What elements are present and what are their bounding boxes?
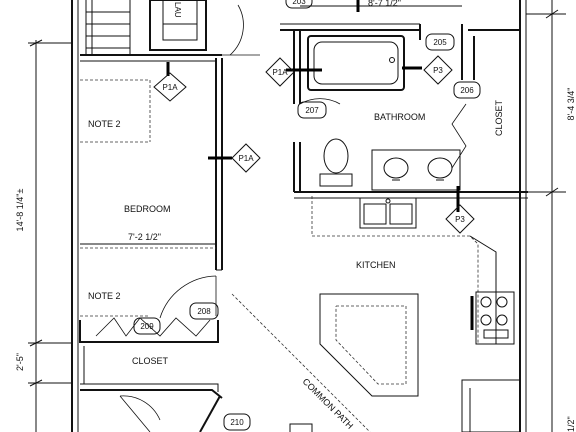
exterior-west-wall [71, 0, 79, 432]
p3-kitchen-label: P3 [455, 215, 465, 224]
closet-right-label: CLOSET [494, 99, 504, 136]
note-2-lower-area [80, 247, 216, 317]
common-path-tag [289, 423, 313, 432]
p1a-bath-tag [265, 57, 295, 87]
toilet-tank [319, 173, 353, 187]
common-path-label: COMMON PATH [301, 376, 356, 431]
door-203-tag [285, 0, 313, 9]
lower-right-cabinet [461, 379, 521, 432]
bath-width-dimension: 8'-7 1/2" [368, 0, 401, 8]
door-209-tag [133, 317, 161, 335]
kitchen-label: KITCHEN [356, 260, 396, 270]
lower-right-dimension: 1/2" [566, 416, 576, 432]
right-closet-bifold-door [451, 103, 467, 169]
door-209-label: 209 [140, 322, 154, 331]
door-206-label: 206 [460, 86, 474, 95]
note-2-upper-area [80, 79, 151, 143]
door-208-label: 208 [197, 307, 211, 316]
closet-bifold-door [95, 317, 211, 337]
lower-door-swing [119, 395, 161, 432]
vanity [371, 149, 461, 191]
kitchen-counter [311, 196, 515, 345]
p1a-bath-label: P1A [272, 68, 288, 77]
door-210-tag [223, 413, 251, 431]
sink-left [383, 157, 409, 179]
bath-height-dimension: 8'-4 3/4" [566, 88, 576, 121]
door-208-tag [189, 302, 219, 320]
note-2-upper: NOTE 2 [88, 119, 121, 129]
lower-closet-walls [79, 320, 223, 399]
bathroom-door-swing [299, 98, 341, 105]
p1a-top-label: P1A [162, 83, 178, 92]
bathtub-basin [313, 41, 399, 85]
door-207-label: 207 [305, 106, 319, 115]
sink-right [427, 157, 453, 179]
bedroom-label: BEDROOM [124, 204, 171, 214]
door-205-label: 205 [433, 38, 447, 47]
closet-lower-label: CLOSET [132, 356, 169, 366]
p1a-right-tag [231, 143, 261, 173]
p3-bath-tag [423, 55, 453, 85]
common-path-line [231, 293, 371, 432]
bedroom-door-swing [159, 275, 217, 319]
p1a-top-tag [153, 72, 187, 102]
left-dimension-lines [28, 39, 72, 432]
door-203-label: 203 [292, 0, 306, 6]
right-dimension-lines [526, 0, 566, 432]
tub-drain [389, 57, 395, 63]
bedroom-width-dimension: 7'-2 1/2" [128, 232, 161, 242]
laundry-door-swing [229, 4, 244, 56]
right-closet-walls [468, 0, 527, 432]
island-overhang [335, 305, 407, 385]
bedroom-east-wall [215, 58, 223, 271]
overall-height-dimension: 14'-8 1/4"± [15, 189, 25, 232]
kitchen-sink [359, 197, 417, 229]
door-210-label: 210 [230, 418, 244, 427]
toilet-bowl [323, 138, 349, 174]
kitchen-island [319, 293, 419, 397]
note-2-lower: NOTE 2 [88, 291, 121, 301]
cooktop [480, 296, 509, 339]
p1a-right-label: P1A [238, 154, 254, 163]
bathtub [307, 35, 405, 91]
laundry-label: LAU [173, 2, 182, 18]
door-206-tag [453, 81, 481, 99]
bathroom-label: BATHROOM [374, 112, 425, 122]
stair [85, 0, 131, 55]
door-205-tag [425, 33, 455, 51]
p3-bath-label: P3 [433, 66, 443, 75]
p3-kitchen-tag [445, 204, 475, 234]
laundry-walls [80, 0, 222, 62]
door-207-tag [297, 101, 327, 119]
closet-height-dimension: 2'-5" [15, 353, 25, 371]
